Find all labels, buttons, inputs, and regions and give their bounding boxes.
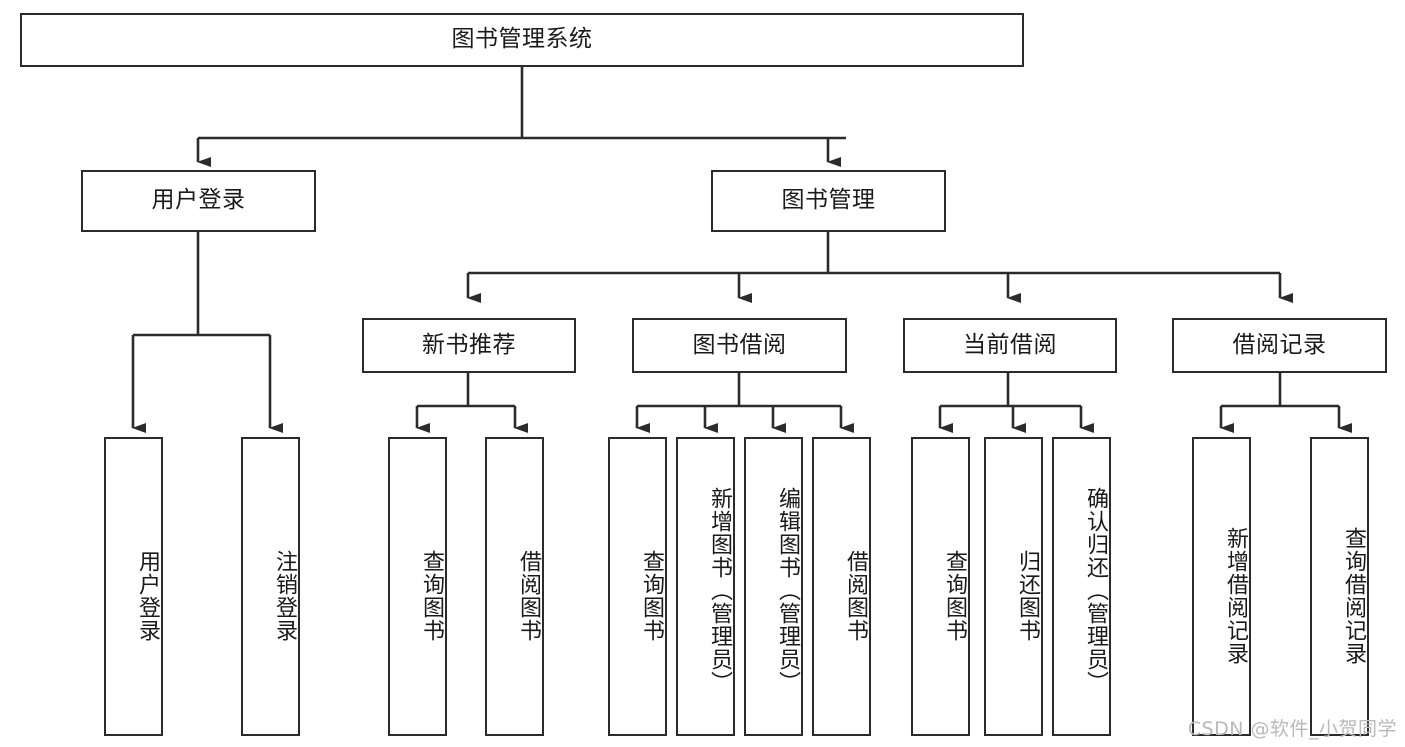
- leaf-confirm-return-admin[interactable]: 确认归还（管理员）: [1052, 437, 1111, 736]
- leaf-return-book[interactable]: 归还图书: [984, 437, 1043, 736]
- leaf-query-book-current[interactable]: 查询图书: [911, 437, 970, 736]
- node-user-login[interactable]: 用户登录: [81, 170, 316, 232]
- csdn-watermark: CSDN @软件_小贺同学: [1187, 718, 1397, 740]
- leaf-edit-book-admin[interactable]: 编辑图书（管理员）: [744, 437, 803, 736]
- leaf-query-book-recommend[interactable]: 查询图书: [388, 437, 447, 736]
- leaf-borrow-book[interactable]: 借阅图书: [812, 437, 871, 736]
- node-borrow-record[interactable]: 借阅记录: [1172, 318, 1387, 373]
- leaf-query-book-borrow[interactable]: 查询图书: [608, 437, 667, 736]
- node-book-management[interactable]: 图书管理: [711, 170, 946, 232]
- leaf-add-borrow-record[interactable]: 新增借阅记录: [1192, 437, 1251, 736]
- leaf-borrow-book-recommend[interactable]: 借阅图书: [485, 437, 544, 736]
- leaf-user-login[interactable]: 用户登录: [104, 437, 163, 736]
- leaf-user-logout[interactable]: 注销登录: [241, 437, 300, 736]
- node-root[interactable]: 图书管理系统: [20, 13, 1024, 67]
- node-book-borrow[interactable]: 图书借阅: [632, 318, 847, 373]
- node-new-book-recommend[interactable]: 新书推荐: [362, 318, 576, 373]
- node-current-borrow[interactable]: 当前借阅: [903, 318, 1117, 373]
- leaf-add-book-admin[interactable]: 新增图书（管理员）: [676, 437, 735, 736]
- leaf-query-borrow-record[interactable]: 查询借阅记录: [1310, 437, 1369, 736]
